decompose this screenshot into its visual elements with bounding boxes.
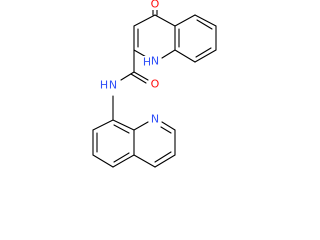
bond [130,73,147,84]
bond [154,154,176,168]
atom-label-nitrogen-amide: N [109,79,117,92]
bond [133,154,156,168]
atom-labels: O H N O N H N [99,0,161,126]
bond [112,119,135,131]
bond [194,49,217,63]
bond [174,14,196,27]
atom-label-nitrogen-quinoline: N [151,113,159,126]
bond [133,121,149,131]
atom-label-hydrogen-amide: H [100,79,108,92]
bond-inner [113,152,130,163]
bond [161,49,176,59]
atom-label-oxygen-ketone: O [151,0,160,11]
bond [92,154,114,168]
bond-lines [92,4,217,168]
molecule-canvas: O H N O N H N [92,0,217,168]
bond-inner [196,19,213,30]
bond [161,121,176,131]
bond-inner [113,124,130,134]
bond-inner [195,47,212,58]
atom-label-nitrogen-ring-nh: N [151,55,159,68]
bond [120,71,135,81]
atom-label-oxygen-amide: O [151,78,160,91]
atom-label-hydrogen-ring-nh: H [143,56,151,69]
molecule-structure: O H N O N H N [92,0,217,168]
bond [92,119,114,131]
bond-inner [154,151,172,163]
bond [133,71,149,81]
bond [133,14,156,27]
bond [154,14,176,27]
bond [112,154,135,168]
bond [174,49,196,63]
bond-inner [160,126,172,134]
bond [194,14,217,27]
